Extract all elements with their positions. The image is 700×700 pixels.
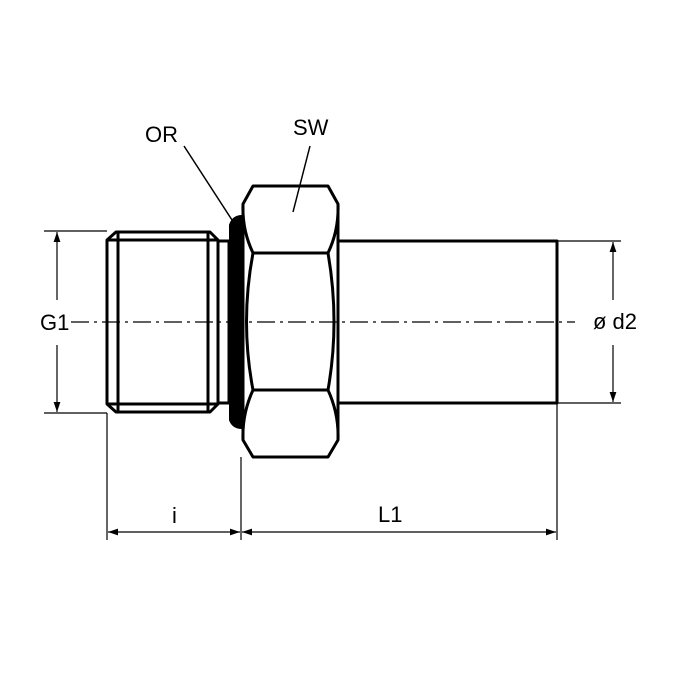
label-sw: SW <box>293 115 329 140</box>
hex-nut <box>241 184 340 459</box>
label-g1: G1 <box>38 310 72 335</box>
sw-leader <box>292 145 311 213</box>
label-or: OR <box>145 122 178 147</box>
or-leader <box>183 145 233 221</box>
label-l1: L1 <box>378 502 403 527</box>
length-dimensions <box>106 403 558 540</box>
tube <box>336 239 559 405</box>
g1-dimension <box>44 230 107 414</box>
label-d2: ø d2 <box>591 309 640 334</box>
d2-dimension <box>557 240 621 404</box>
label-i: i <box>172 503 177 528</box>
